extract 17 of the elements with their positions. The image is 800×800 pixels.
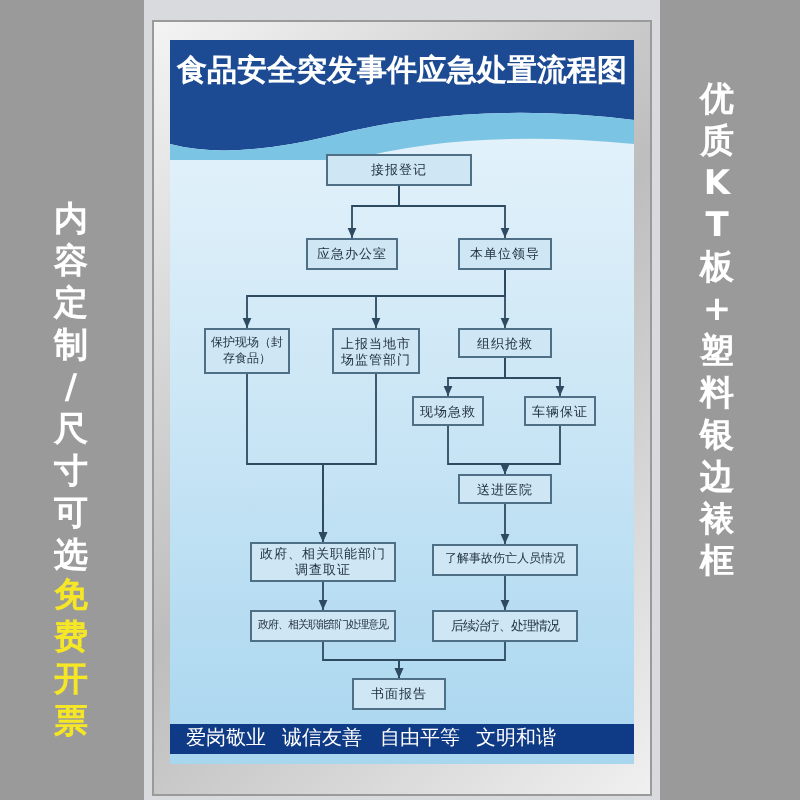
- side-text: 优质KT板+塑料银边裱框: [698, 80, 736, 584]
- side-text: 免费开票: [52, 576, 90, 744]
- arrow: [500, 425, 561, 475]
- slogan-text: 文明和谐: [476, 726, 556, 752]
- side-text: 内容定制/尺寸可选: [52, 200, 90, 577]
- arrow: [318, 581, 328, 611]
- arrow: [500, 575, 510, 611]
- slogan-text: 诚信友善: [282, 726, 362, 752]
- arrow: [500, 269, 510, 329]
- slogan-text: 爱岗敬业: [186, 726, 266, 752]
- arrow: [398, 185, 510, 239]
- slogan-text: 自由平等: [380, 726, 460, 752]
- arrow: [394, 641, 506, 679]
- poster-title: 食品安全突发事件应急处置流程图: [174, 52, 629, 88]
- arrow: [504, 357, 565, 397]
- arrow: [500, 503, 510, 545]
- arrow: [318, 373, 377, 543]
